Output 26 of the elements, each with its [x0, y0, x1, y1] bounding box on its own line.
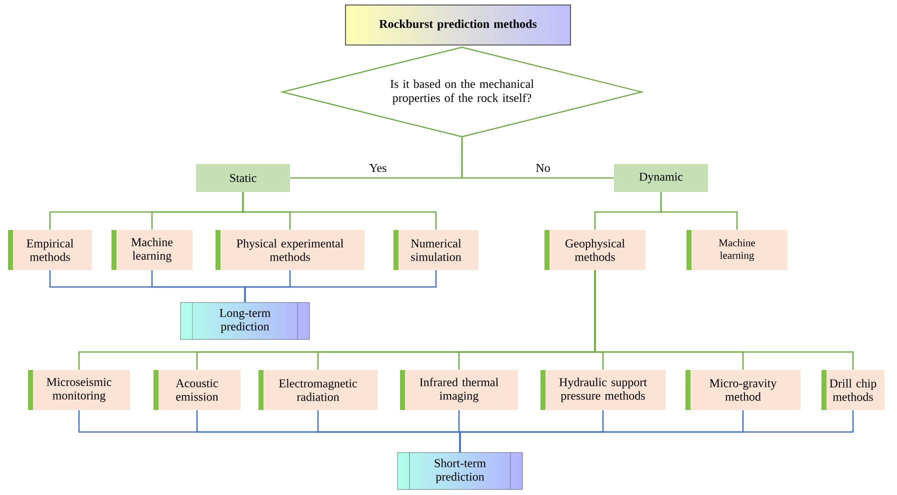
connector-line: [461, 138, 614, 179]
method-box: Micro-gravity method: [686, 370, 800, 410]
method-box: Numerical simulation: [394, 230, 478, 270]
method-box: Drill chip methods: [822, 370, 884, 410]
method-box: Geophysical methods: [544, 230, 646, 270]
connector-line: [660, 192, 738, 230]
method-box: Empirical methods: [8, 230, 92, 270]
method-box: Physical experimental methods: [216, 230, 364, 270]
connector-line: [459, 410, 854, 452]
method-box: Acoustic emission: [154, 370, 240, 410]
connector-line: [244, 270, 437, 302]
method-box: Microseismic monitoring: [28, 370, 130, 410]
connector-line: [594, 270, 854, 370]
method-box: Infrared thermal imaging: [400, 370, 518, 410]
method-box: Hydraulic support pressure methods: [540, 370, 666, 410]
method-box: Machine learning: [112, 230, 192, 270]
prediction-box: Long-term prediction: [180, 302, 310, 340]
category-box: Dynamic: [614, 164, 708, 192]
prediction-box: Short-term prediction: [397, 452, 523, 490]
method-box: Machine learning: [686, 230, 788, 270]
method-box: Electromagnetic radiation: [258, 370, 378, 410]
category-box: Static: [196, 164, 290, 192]
connector-line: [242, 192, 437, 230]
edge-label: Yes: [368, 163, 388, 173]
edge-label: No: [534, 163, 552, 173]
title-box: Rockburst prediction methods: [345, 4, 571, 46]
